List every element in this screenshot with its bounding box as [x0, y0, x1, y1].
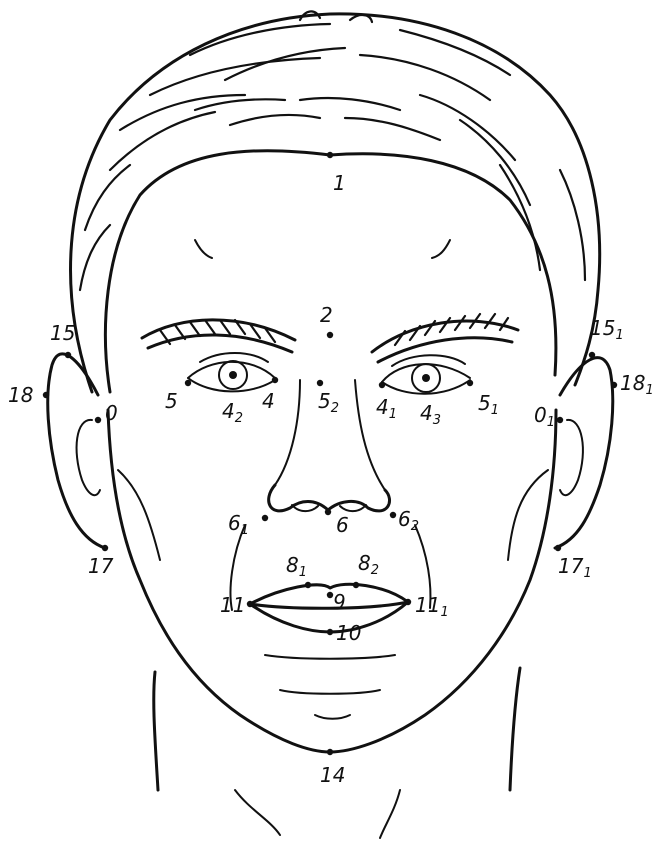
- label-p9: 9: [333, 590, 346, 614]
- chin: [265, 655, 395, 719]
- landmark-dots: [43, 152, 617, 755]
- dot-p11_1: [405, 599, 411, 605]
- dot-p8_2: [353, 582, 359, 588]
- dot-p15_1: [589, 352, 595, 358]
- dot-p4: [272, 377, 278, 383]
- mouth: [250, 584, 408, 632]
- label-p6_1: 61: [228, 511, 249, 538]
- dot-p6_2: [390, 512, 396, 518]
- dot-p1: [327, 152, 333, 158]
- label-p15_1: 151: [590, 316, 624, 343]
- dot-p6: [325, 509, 331, 515]
- label-p0_1: 01: [534, 403, 555, 430]
- dot-p17: [102, 545, 108, 551]
- dot-p10: [327, 629, 333, 635]
- label-p5: 5: [165, 389, 178, 413]
- label-p10: 10: [336, 621, 361, 645]
- label-p17_1: 171: [558, 554, 592, 581]
- dot-p2: [327, 332, 333, 338]
- label-p6_2: 62: [398, 507, 419, 534]
- label-p14: 14: [320, 763, 345, 787]
- label-p18_1: 181: [620, 371, 654, 398]
- label-p8_1: 81: [286, 553, 307, 580]
- face-outline: [108, 410, 556, 752]
- label-p17: 17: [88, 554, 114, 578]
- label-p4_1: 41: [376, 395, 397, 422]
- label-p5_1: 51: [478, 391, 499, 418]
- label-p18: 18: [8, 383, 33, 407]
- dot-p17_1: [555, 545, 561, 551]
- label-p6: 6: [336, 513, 349, 537]
- left-eye: [188, 353, 275, 391]
- dot-p0: [95, 417, 101, 423]
- label-p0: 0: [105, 401, 118, 425]
- label-p5_2: 52: [318, 389, 339, 416]
- label-p4: 4: [262, 389, 275, 413]
- label-p4_3: 43: [420, 401, 441, 428]
- dot-p18_1: [611, 382, 617, 388]
- dot-p15: [65, 352, 71, 358]
- label-p11: 11: [220, 593, 245, 617]
- label-p1: 1: [333, 171, 346, 195]
- dot-p11: [247, 601, 253, 607]
- dot-p18: [43, 392, 49, 398]
- label-p11_1: 111: [415, 593, 449, 620]
- dot-p8_1: [305, 582, 311, 588]
- cheek-lines: [118, 240, 548, 610]
- label-p15: 15: [50, 321, 75, 345]
- left-ear: [48, 354, 105, 548]
- label-p8_2: 82: [358, 551, 379, 578]
- right-eye: [382, 355, 470, 394]
- dot-p0_1: [557, 417, 563, 423]
- right-ear: [555, 358, 613, 548]
- dot-p14: [327, 749, 333, 755]
- label-p4_2: 42: [222, 399, 243, 426]
- dot-p4_1: [379, 382, 385, 388]
- dot-p5_2: [317, 380, 323, 386]
- dot-p6_1: [262, 515, 268, 521]
- dot-p5_1: [467, 380, 473, 386]
- label-p2: 2: [320, 303, 333, 327]
- dot-p5: [185, 380, 191, 386]
